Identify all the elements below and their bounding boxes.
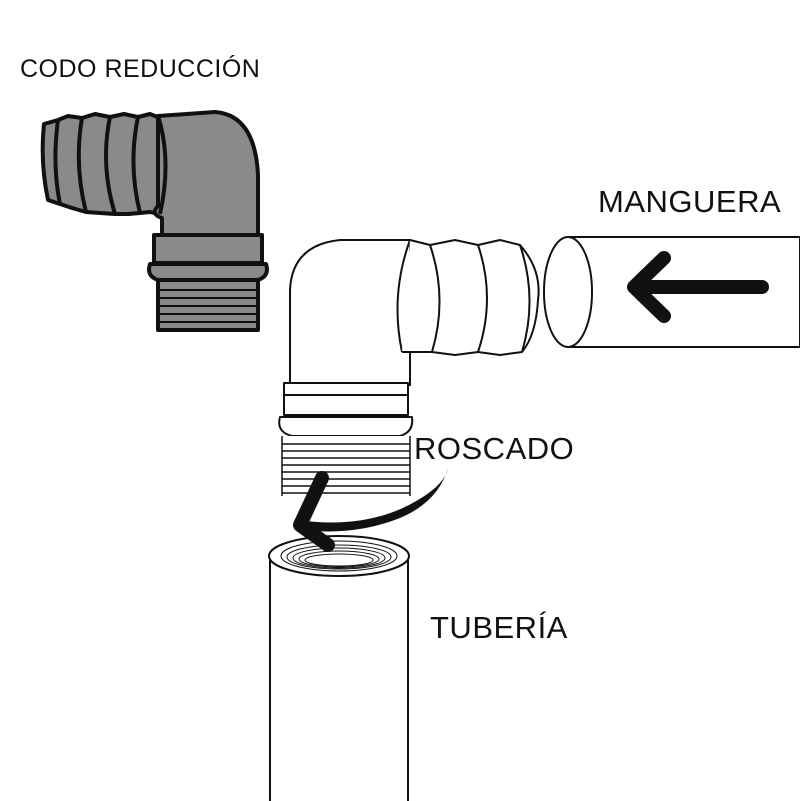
label-manguera: MANGUERA (598, 184, 782, 219)
gray-reduction-elbow (40, 110, 269, 332)
white-elbow-barb (402, 239, 540, 356)
pipe-opening (268, 535, 410, 577)
hose-opening (543, 236, 593, 348)
curved-arrow-shaft (298, 468, 448, 532)
gray-elbow-body (152, 110, 260, 239)
curved-arrow-icon (293, 468, 448, 552)
pipe-body (269, 560, 409, 801)
white-elbow-ring (278, 416, 414, 437)
gray-elbow-collar (152, 233, 264, 265)
label-codo-reduccion: CODO REDUCCIÓN (20, 55, 261, 83)
white-elbow-collar (283, 382, 409, 416)
white-elbow-body (289, 239, 411, 386)
arrow-left-icon (627, 251, 769, 323)
pipe (268, 535, 410, 801)
white-elbow-thread (282, 436, 410, 496)
gray-elbow-ring (147, 262, 269, 282)
label-roscado: ROSCADO (414, 431, 575, 466)
label-tuberia: TUBERÍA (430, 610, 568, 645)
curved-arrow-head (293, 471, 335, 552)
white-threaded-elbow (278, 239, 540, 496)
